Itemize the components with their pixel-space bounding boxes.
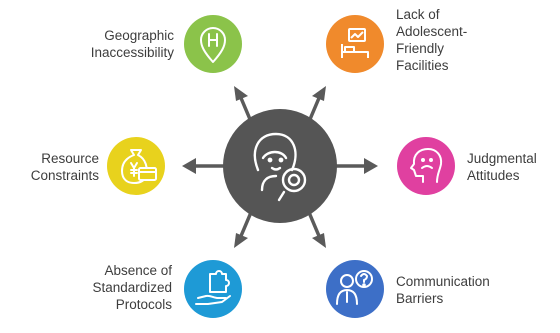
node-adolescent-facilities	[326, 15, 384, 73]
mother-baby-icon	[253, 132, 307, 202]
label-line: Standardized	[92, 280, 172, 295]
hospital-pin-icon	[200, 27, 226, 63]
label-line: Communication	[396, 274, 490, 289]
money-bag-card-icon	[121, 149, 157, 184]
label-adolescent-facilities: Lack of Adolescent- Friendly Facilities	[396, 6, 467, 74]
node-communication-barriers	[326, 260, 384, 318]
node-judgmental-attitudes	[397, 137, 455, 195]
sad-face-head-icon	[410, 148, 443, 183]
label-line: Absence of	[104, 263, 172, 278]
person-question-icon	[336, 270, 373, 305]
node-geographic-inaccessibility	[184, 15, 242, 73]
bed-room-icon	[341, 28, 369, 58]
label-line: Judgmental	[467, 151, 537, 166]
label-line: Inaccessibility	[90, 45, 174, 60]
connector-arrows	[182, 86, 378, 248]
center-node	[223, 109, 337, 223]
hand-puzzle-icon	[195, 270, 231, 305]
label-communication-barriers: Communication Barriers	[396, 273, 490, 307]
label-line: Attitudes	[467, 168, 520, 183]
label-line: Lack of	[396, 7, 440, 22]
label-judgmental-attitudes: Judgmental Attitudes	[467, 150, 537, 184]
label-geographic-inaccessibility: Geographic Inaccessibility	[91, 27, 174, 61]
node-resource-constraints	[107, 137, 165, 195]
label-line: Constraints	[30, 168, 99, 183]
label-line: Barriers	[396, 291, 444, 306]
label-line: Resource	[41, 151, 99, 166]
label-line: Friendly	[396, 41, 445, 56]
label-line: Facilities	[396, 58, 449, 73]
label-line: Adolescent-	[396, 24, 468, 39]
label-line: Geographic	[104, 28, 174, 43]
node-standardized-protocols	[184, 260, 242, 318]
label-standardized-protocols: Absence of Standardized Protocols	[92, 262, 172, 313]
label-line: Protocols	[115, 297, 172, 312]
label-resource-constraints: Resource Constraints	[31, 150, 99, 184]
